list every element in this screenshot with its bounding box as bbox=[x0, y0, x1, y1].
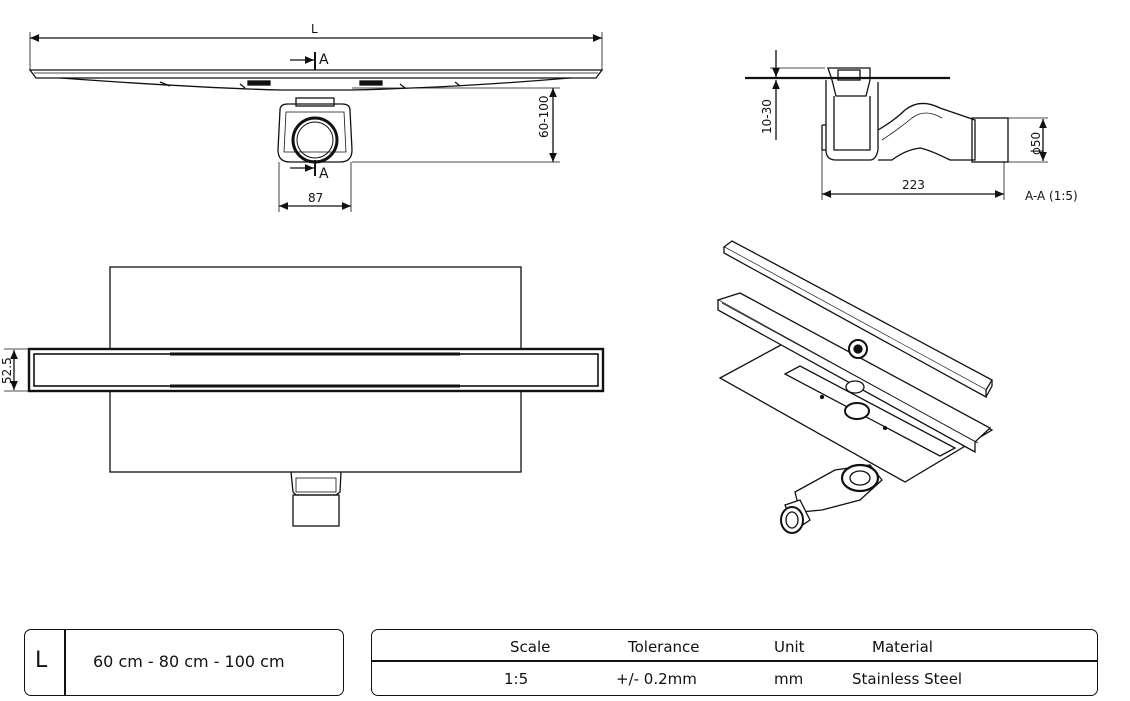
technical-drawing: L A A 60-100 87 10-30 ϕ50 223 A-A (1:5) bbox=[0, 22, 1078, 534]
depth-label: 10-30 bbox=[760, 99, 774, 134]
section-view bbox=[745, 50, 1048, 200]
diameter-label: ϕ50 bbox=[1029, 132, 1043, 155]
section-marker-bottom: A bbox=[319, 166, 329, 182]
section-marker-top: A bbox=[319, 52, 329, 68]
height-label: 60-100 bbox=[537, 95, 551, 138]
channel-cross-section bbox=[827, 67, 871, 97]
spec-value-tolerance: +/- 0.2mm bbox=[616, 670, 697, 688]
section-length-label: 223 bbox=[902, 178, 925, 192]
size-box-value: 60 cm - 80 cm - 100 cm bbox=[93, 652, 285, 671]
spec-table: Scale Tolerance Unit Material 1:5 +/- 0.… bbox=[371, 629, 1098, 696]
spec-header-material: Material bbox=[872, 638, 933, 656]
outlet-pipe-circle bbox=[291, 116, 339, 164]
spec-table-divider bbox=[372, 660, 1097, 662]
top-view bbox=[4, 266, 605, 527]
outlet-top-view bbox=[290, 471, 342, 496]
drain-outlet-body bbox=[277, 103, 353, 163]
isometric-view bbox=[716, 240, 994, 534]
front-view bbox=[28, 32, 604, 212]
spec-value-scale: 1:5 bbox=[504, 670, 529, 688]
spec-value-unit: mm bbox=[774, 670, 804, 688]
length-label: L bbox=[311, 22, 318, 36]
spec-header-tolerance: Tolerance bbox=[628, 638, 700, 656]
drain-hole-sheet bbox=[844, 402, 870, 420]
width-label: 87 bbox=[308, 191, 323, 205]
s-trap-pipe bbox=[877, 102, 976, 161]
outlet-pipe bbox=[971, 117, 1009, 163]
top-width-label: 52.5 bbox=[0, 357, 14, 384]
size-box-header: L bbox=[35, 648, 48, 673]
spec-header-unit: Unit bbox=[774, 638, 805, 656]
size-box: L 60 cm - 80 cm - 100 cm bbox=[24, 629, 344, 696]
spec-header-scale: Scale bbox=[510, 638, 551, 656]
size-box-divider bbox=[64, 630, 66, 695]
section-title: A-A (1:5) bbox=[1025, 189, 1078, 203]
drain-channel-top bbox=[27, 347, 605, 393]
spec-value-material: Stainless Steel bbox=[852, 670, 963, 688]
drain-channel-profile bbox=[28, 69, 604, 79]
